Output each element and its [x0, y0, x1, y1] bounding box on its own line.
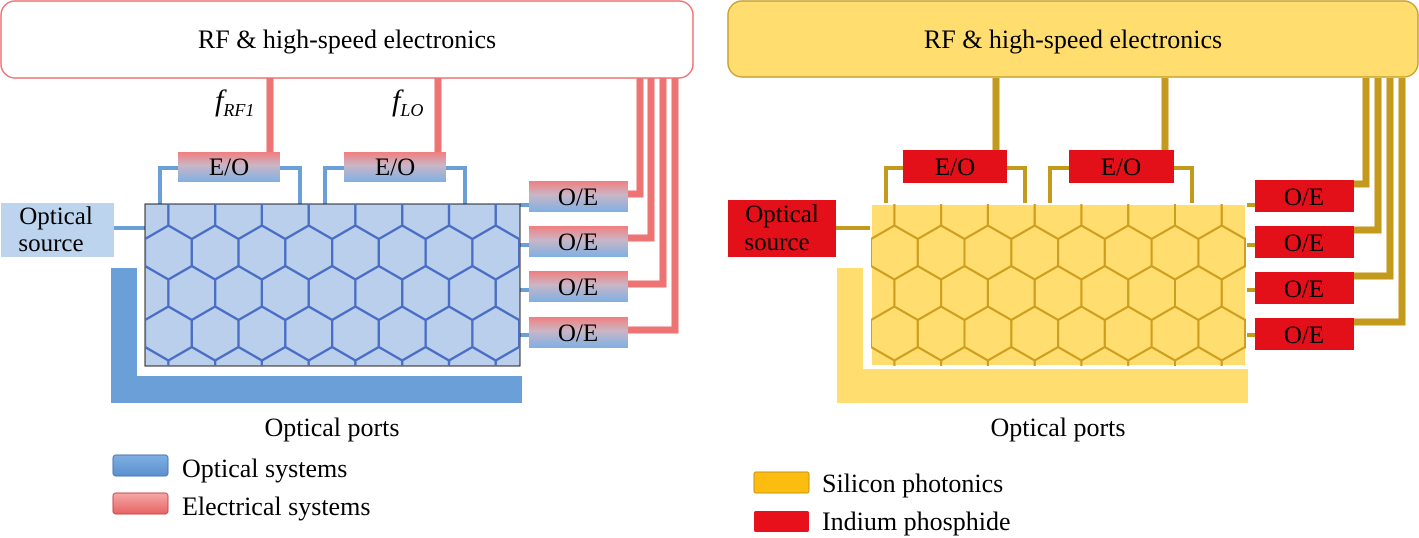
mesh-cell: [1198, 145, 1245, 199]
mesh-cell: [496, 428, 543, 482]
left-oe-label-4: O/E: [558, 320, 598, 347]
mesh-cell: [1220, 345, 1246, 366]
right-optical-waveguides: [836, 166, 1255, 337]
legend-inp-swatch: [754, 511, 809, 532]
right-oe-box-1: [1255, 180, 1354, 212]
left-optical-source-line1: Optical: [19, 203, 93, 230]
mesh-cell: [824, 145, 871, 199]
mesh-cell: [379, 469, 426, 523]
left-eo-box-1: [178, 152, 280, 182]
left-oe-box-1: [529, 181, 628, 212]
left-optical-source-line2: source: [18, 230, 83, 257]
mesh-cell: [1198, 469, 1245, 523]
mesh-cell: [494, 345, 520, 366]
right-oe-label-1: O/E: [1284, 184, 1324, 211]
right-eo-label-2: E/O: [1101, 154, 1141, 181]
right-hexagonal-mesh: [824, 145, 1292, 523]
left-optical-ports-label: Optical ports: [264, 413, 399, 442]
mesh-cell: [519, 388, 566, 442]
mesh-cell: [1245, 469, 1292, 523]
left-eo-label-2: E/O: [375, 154, 415, 181]
mesh-cell: [1105, 469, 1152, 523]
legend-optical-label: Optical systems: [182, 454, 347, 483]
left-electrical-wires: [266, 78, 679, 334]
left-oe-box-3: [529, 271, 628, 302]
mesh-cell: [402, 428, 449, 482]
legend-silicon-swatch: [753, 471, 810, 494]
mesh-cell: [1244, 318, 1246, 349]
left-eo-label-1: E/O: [209, 154, 249, 181]
right-eo-box-1: [903, 150, 1007, 183]
left-oe-label-2: O/E: [558, 229, 598, 256]
left-eo-box-2: [344, 152, 446, 182]
left-panel: RF & high-speed electronics fRF1 fLO Opt…: [0, 0, 694, 523]
mesh-cell: [1222, 428, 1269, 482]
mesh-cell: [517, 237, 520, 268]
right-oe-box-2: [1255, 226, 1354, 258]
left-optical-waveguides: [114, 166, 529, 337]
right-optical-source-line1: Optical: [745, 201, 819, 228]
legend-silicon-label: Silicon photonics: [822, 469, 1003, 498]
mesh-cell: [1175, 428, 1222, 482]
freq-rf-label: fRF1: [215, 84, 254, 120]
right-electronics-box: [727, 0, 1419, 78]
legend-electrical-label: Electrical systems: [182, 492, 370, 521]
mesh-cell: [472, 145, 519, 199]
right-optical-ports-block: [837, 268, 1248, 403]
right-electronics-label: RF & high-speed electronics: [924, 25, 1222, 54]
mesh-cell: [1128, 428, 1175, 482]
mesh-cell: [98, 145, 145, 199]
right-optical-ports-label: Optical ports: [990, 413, 1125, 442]
right-panel: RF & high-speed electronics Optical sour…: [727, 0, 1419, 536]
left-oe-label-1: O/E: [558, 184, 598, 211]
mesh-cell: [426, 469, 473, 523]
mesh-cell: [449, 428, 496, 482]
mesh-cell: [1152, 469, 1199, 523]
freq-lo-label: fLO: [392, 84, 423, 120]
right-oe-label-2: O/E: [1284, 230, 1324, 257]
right-oe-box-3: [1255, 272, 1354, 304]
right-oe-label-4: O/E: [1284, 322, 1324, 349]
mesh-cell: [519, 469, 566, 523]
mesh-cell: [517, 318, 520, 349]
right-optical-source-box: [728, 200, 836, 257]
left-optical-ports-block: [111, 268, 522, 403]
left-electronics-box: [0, 0, 694, 79]
right-oe-box-4: [1255, 318, 1354, 350]
mesh-cell: [1244, 237, 1246, 268]
mesh-cell: [1245, 388, 1292, 442]
left-optical-source-box: [1, 203, 114, 257]
mesh-cell: [472, 469, 519, 523]
mesh-cell: [1058, 469, 1105, 523]
right-eo-box-2: [1069, 150, 1174, 183]
right-eo-label-1: E/O: [935, 154, 975, 181]
left-electronics-label: RF & high-speed electronics: [198, 25, 496, 54]
left-oe-label-3: O/E: [558, 274, 598, 301]
legend-electrical-swatch: [112, 492, 169, 515]
legend-inp-label: Indium phosphide: [822, 507, 1011, 536]
mesh-cell: [1011, 469, 1058, 523]
right-oe-label-3: O/E: [1284, 276, 1324, 303]
left-oe-box-4: [529, 317, 628, 348]
left-hexagonal-mesh: [98, 145, 566, 523]
right-optical-source-line2: source: [744, 229, 809, 256]
right-electrical-wires: [992, 78, 1406, 326]
left-oe-box-2: [529, 226, 628, 257]
legend-optical-swatch: [112, 454, 169, 477]
